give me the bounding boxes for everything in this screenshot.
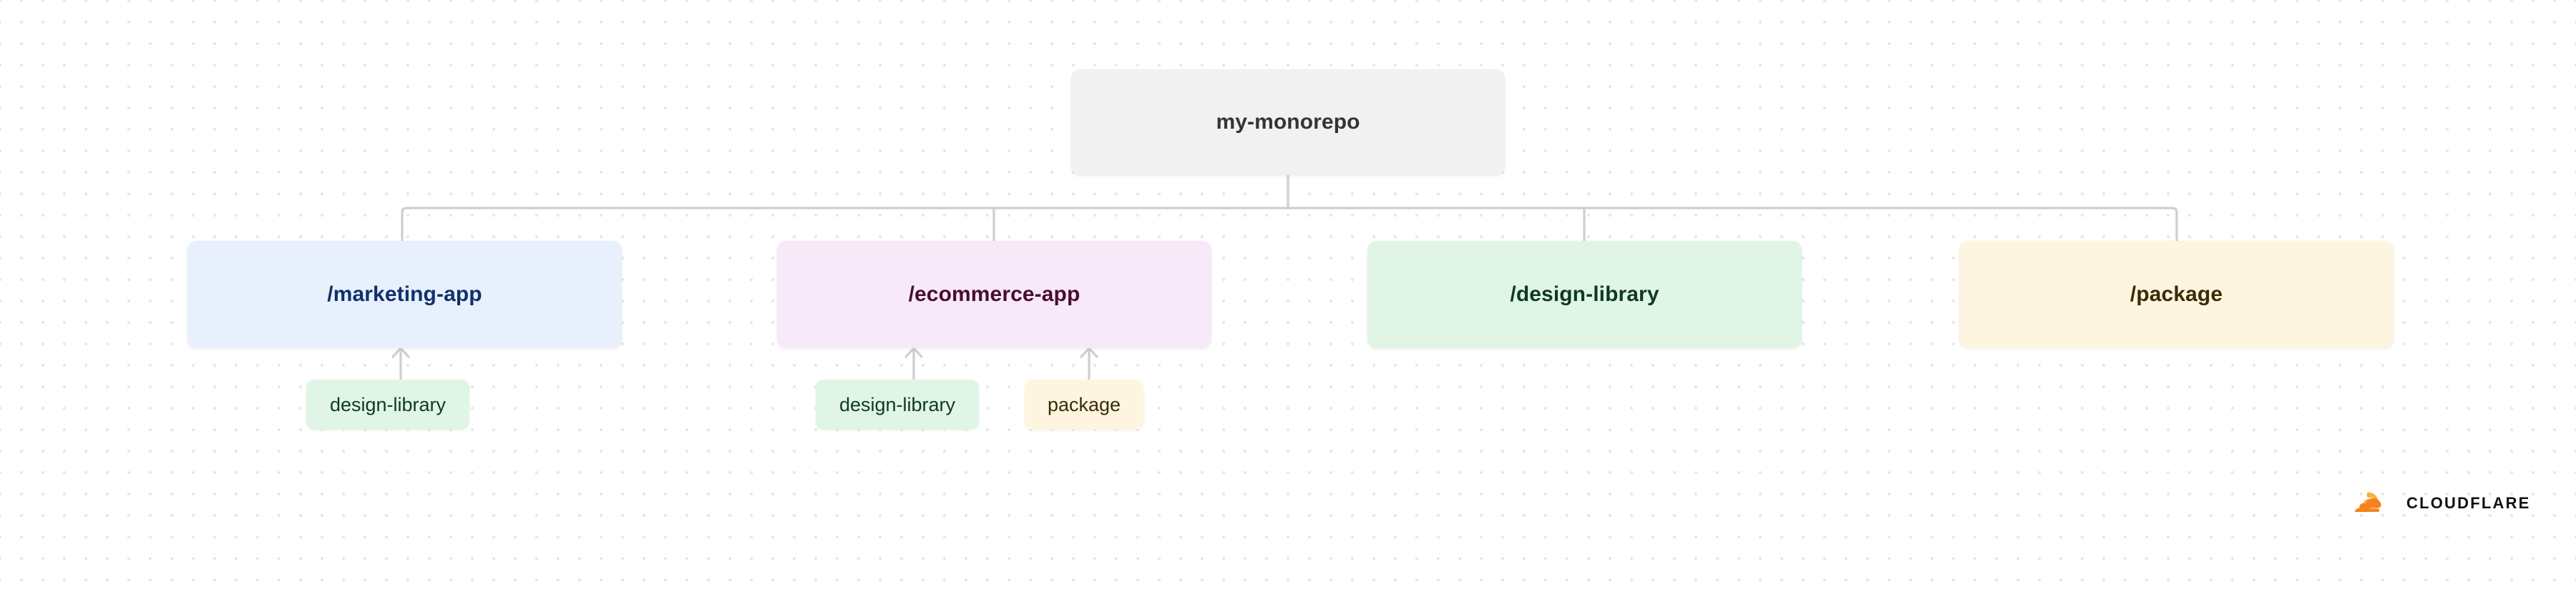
dependency-chip-label: design-library [839,393,956,415]
dependency-arrowhead-ecommerce-design [904,347,923,358]
dependency-arrowhead-marketing-design [391,347,410,358]
node-label-my-monorepo: my-monorepo [1216,110,1360,134]
node-label-marketing-app: /marketing-app [327,282,482,306]
dependency-chip-design-library[interactable]: design-library [306,380,469,430]
node-design-library[interactable]: /design-library [1367,241,1802,348]
node-marketing-app[interactable]: /marketing-app [187,241,622,348]
dependency-chip-package[interactable]: package [1025,380,1143,430]
cloudflare-cloud-icon [2353,490,2397,515]
cloudflare-logo: CLOUDFLARE [2353,490,2531,515]
cloudflare-wordmark: CLOUDFLARE [2406,493,2531,512]
dependency-chip-design-library[interactable]: design-library [816,380,979,430]
connector-bus [401,207,2178,218]
dependency-chip-label: design-library [329,393,447,415]
dependency-chip-label: package [1047,393,1121,415]
dependency-arrowhead-ecommerce-package [1080,347,1098,358]
node-my-monorepo[interactable]: my-monorepo [1071,69,1505,175]
node-label-ecommerce-app: /ecommerce-app [908,282,1080,306]
node-ecommerce-app[interactable]: /ecommerce-app [777,241,1211,348]
node-package[interactable]: /package [1959,241,2394,348]
node-label-package: /package [2129,282,2223,306]
node-label-design-library: /design-library [1510,282,1659,306]
